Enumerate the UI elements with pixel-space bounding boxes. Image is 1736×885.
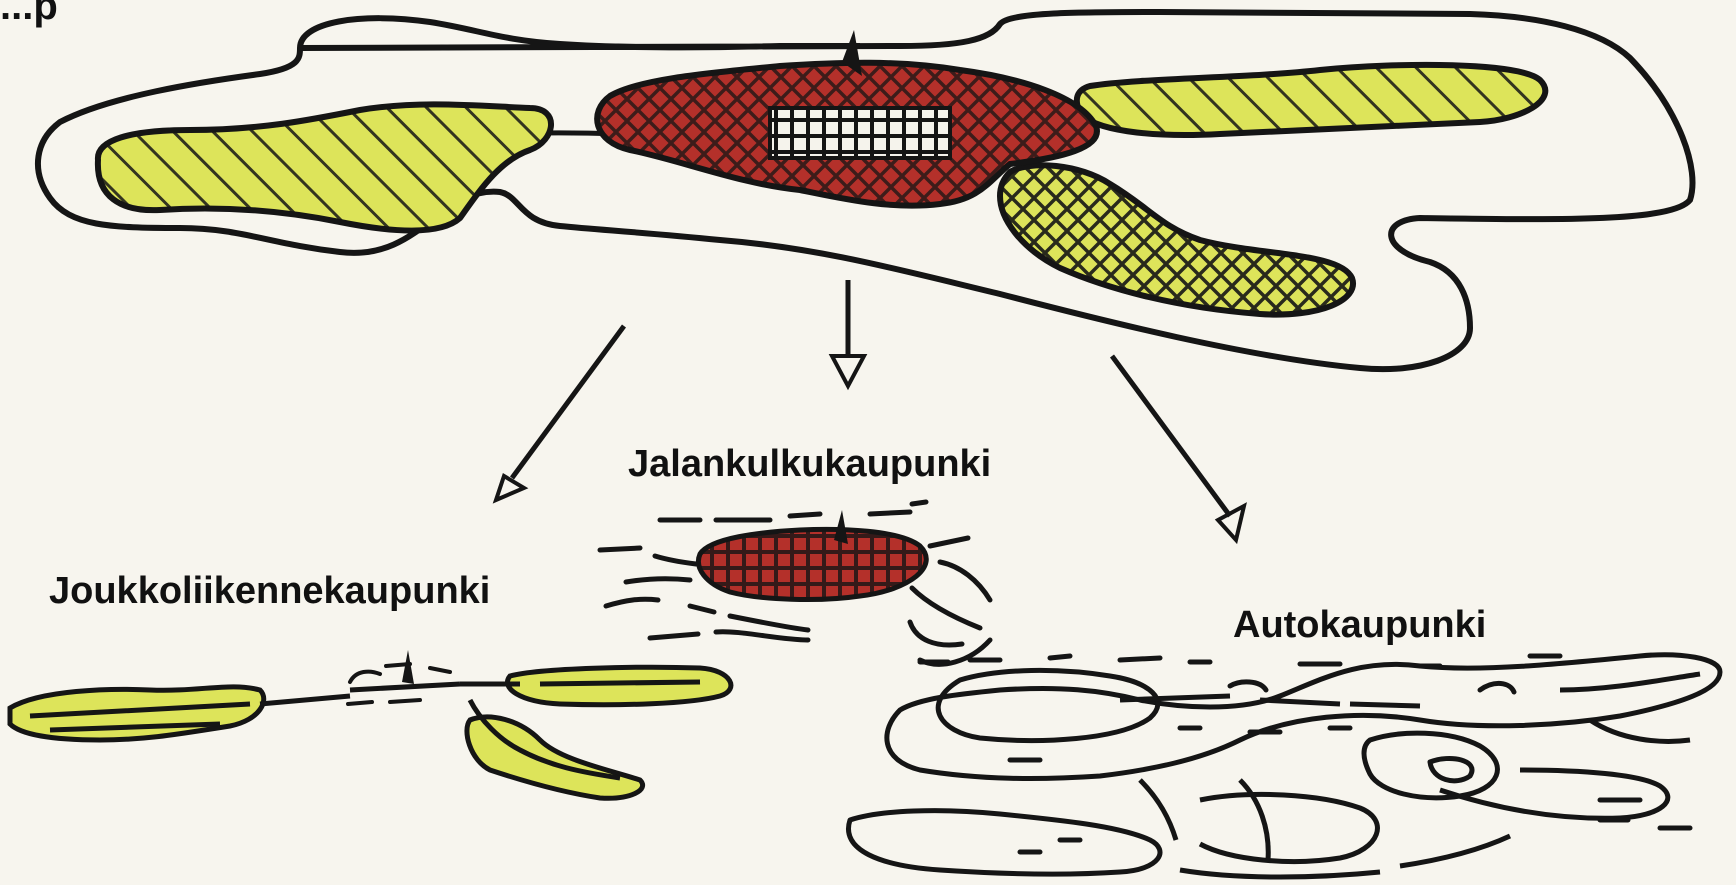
yellow-zone-northeast bbox=[1077, 65, 1546, 135]
top-partial-label: ...p bbox=[0, 0, 58, 26]
yellow-zone-southeast bbox=[1000, 165, 1353, 314]
car-city-label: Autokaupunki bbox=[1233, 606, 1486, 644]
arrow-to-walking-city bbox=[832, 280, 864, 386]
yellow-zone-west bbox=[98, 104, 551, 230]
transit-city-diagram bbox=[10, 650, 731, 798]
car-city-diagram bbox=[848, 655, 1720, 877]
arrow-to-transit-city bbox=[496, 326, 624, 500]
walking-city-diagram bbox=[600, 502, 990, 664]
transit-city-label: Joukkoliikennekaupunki bbox=[49, 572, 490, 610]
arrow-to-car-city bbox=[1112, 356, 1244, 540]
walking-city-label: Jalankulkukaupunki bbox=[628, 445, 991, 483]
